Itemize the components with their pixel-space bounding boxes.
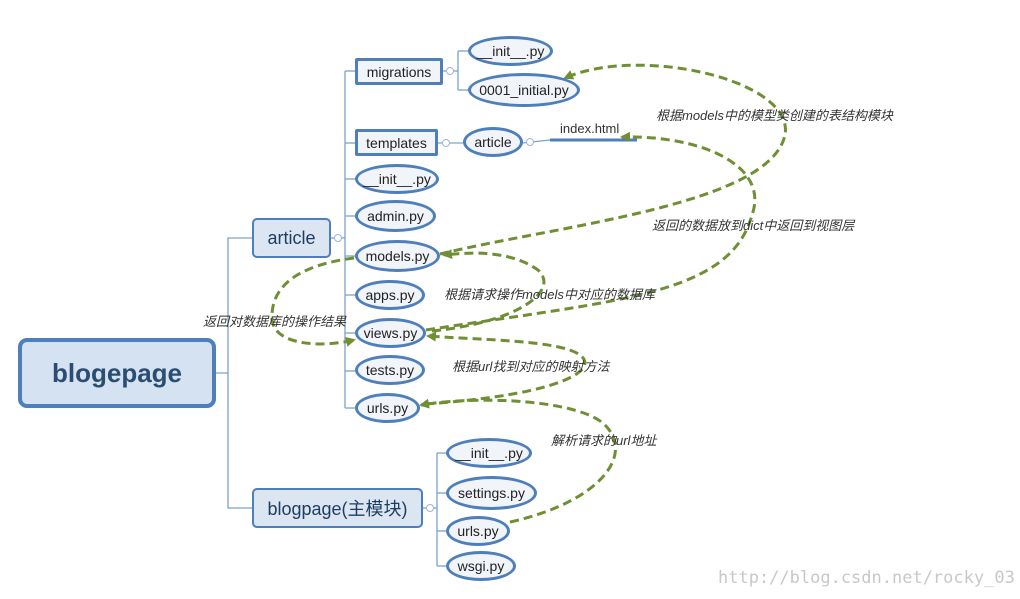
annotation-views-to-template: 返回的数据放到dict中返回到视图层 <box>652 218 855 233</box>
annotation-models-to-views: 返回对数据库的操作结果 <box>203 314 347 329</box>
collapse-markers <box>334 67 534 512</box>
wsgi-py-node: wsgi.py <box>446 551 516 581</box>
templates-folder-node: templates <box>355 129 438 156</box>
relationship-arrows <box>270 63 787 524</box>
templates-article-node: article <box>463 127 523 157</box>
apps-py-node: apps.py <box>355 280 425 310</box>
article-init-node: __init__.py <box>355 164 439 194</box>
migrations-folder-node: migrations <box>355 58 443 85</box>
main-urls-py-node: urls.py <box>446 516 510 546</box>
migrations-init-node: __init__.py <box>468 36 553 66</box>
admin-py-node: admin.py <box>355 200 436 232</box>
root-node-blogepage: blogepage <box>18 338 216 408</box>
settings-py-node: settings.py <box>446 476 537 510</box>
annotation-models-to-migration: 根据models中的模型类创建的表结构模块 <box>656 108 893 123</box>
main-module-node: blogpage(主模块) <box>252 488 423 528</box>
main-init-node: __init__.py <box>446 438 532 468</box>
index-html-label: index.html <box>560 121 620 136</box>
article-urls-py-node: urls.py <box>355 393 420 423</box>
migrations-initial-node: 0001_initial.py <box>468 73 580 107</box>
watermark-url: http://blog.csdn.net/rocky_03 <box>718 568 1015 588</box>
annotation-urls-to-views: 根据url找到对应的映射方法 <box>452 359 610 374</box>
models-py-node: models.py <box>355 240 440 272</box>
app-node-article: article <box>252 218 331 258</box>
views-py-node: views.py <box>355 318 426 348</box>
annotation-views-to-models: 根据请求操作models中对应的数据库 <box>444 287 655 302</box>
annotation-main-urls-to-app-urls: 解析请求的url地址 <box>551 433 657 448</box>
tests-py-node: tests.py <box>355 355 425 385</box>
tree-connectors <box>216 50 637 567</box>
